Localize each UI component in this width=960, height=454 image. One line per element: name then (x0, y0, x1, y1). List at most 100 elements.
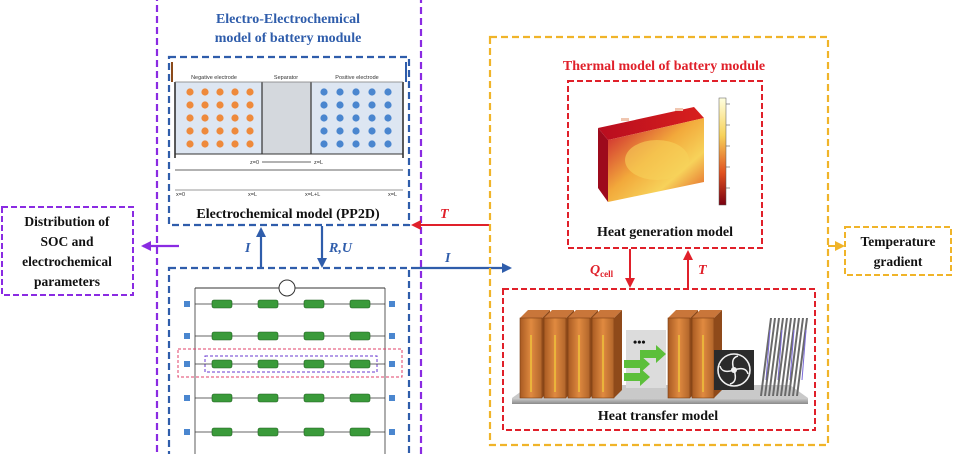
temperature-arrow-up-label: T (698, 263, 708, 278)
negative-particle (201, 127, 209, 135)
cooling-fins (760, 318, 808, 396)
temperature-gradient-line2: gradient (874, 254, 923, 269)
temperature-gradient-box (844, 226, 952, 276)
negative-particle (201, 114, 209, 122)
positive-particle (320, 101, 328, 109)
positive-particle (336, 127, 344, 135)
negative-particle (201, 140, 209, 148)
axis-tick-xL2: x=L+L (305, 192, 320, 198)
temperature-gradient-line1: Temperature (861, 234, 936, 249)
positive-particle (352, 101, 360, 109)
circuit-terminal (389, 333, 395, 339)
axis-tick-xL1: x=L (248, 192, 257, 198)
electro-model-outer-box (155, 0, 423, 454)
positive-particle (352, 88, 360, 96)
axis-tick-z0: z=0 (250, 160, 259, 166)
airflow-line (765, 329, 771, 381)
circuit-cell (349, 299, 371, 309)
thermal-model-outer-box (488, 35, 830, 447)
negative-particle (231, 127, 239, 135)
pack-cell-top (520, 310, 550, 318)
battery-pack-illustration (512, 310, 808, 404)
axis-tick-xL3: x=L (388, 192, 397, 198)
airflow-line (801, 329, 807, 381)
airflow-line (789, 329, 795, 381)
heat-generation-label: Heat generation model (597, 225, 733, 240)
circuit-terminal (389, 429, 395, 435)
circuit-terminal (389, 361, 395, 367)
circuit-cell (211, 427, 233, 437)
electrochemical-model-box (167, 55, 411, 227)
current-arrow-right-label: I (444, 251, 451, 266)
positive-particle (368, 88, 376, 96)
negative-particle (216, 101, 224, 109)
electrochemical-model-label: Electrochemical model (PP2D) (196, 207, 380, 222)
positive-particle (320, 88, 328, 96)
circuit-cell (349, 427, 371, 437)
pack-cell-top (592, 310, 622, 318)
positive-particle (336, 114, 344, 122)
negative-particle (216, 114, 224, 122)
heat-transfer-box (502, 288, 816, 431)
negative-particle (231, 114, 239, 122)
positive-particle (384, 140, 392, 148)
positive-electrode-particles (320, 88, 392, 148)
heat-flow-label: Qcell (590, 263, 614, 279)
positive-electrode-label: Positive electrode (335, 75, 378, 81)
circuit-terminal (184, 301, 190, 307)
distribution-line2: SOC and (41, 234, 94, 249)
negative-particle (246, 101, 254, 109)
colorbar-ticks (726, 103, 730, 189)
current-arrow-up-label: I (244, 241, 251, 256)
positive-particle (336, 140, 344, 148)
negative-particle (216, 140, 224, 148)
negative-particle (186, 127, 194, 135)
positive-particle (384, 88, 392, 96)
circuit-cell (349, 331, 371, 341)
negative-particle (246, 140, 254, 148)
positive-particle (320, 127, 328, 135)
heat-transfer-label: Heat transfer model (598, 409, 718, 424)
pack-cell-top (544, 310, 574, 318)
positive-particle (336, 88, 344, 96)
positive-particle (368, 101, 376, 109)
negative-particle (216, 127, 224, 135)
circuit-terminal (389, 395, 395, 401)
negative-particle (246, 114, 254, 122)
negative-electrode-particles (186, 88, 254, 148)
circuit-cell (211, 299, 233, 309)
circuit-cell (349, 359, 371, 369)
circuit-terminal (389, 301, 395, 307)
negative-particle (246, 88, 254, 96)
battery-circuit-schematic (177, 279, 403, 454)
pack-cell-top (692, 310, 722, 318)
circuit-terminal (184, 395, 190, 401)
circuit-cell (257, 427, 279, 437)
distribution-line3: electrochemical (22, 254, 112, 269)
heated-cell-illustration (598, 107, 704, 202)
series-parallel-cells (184, 299, 395, 437)
cooling-fin (768, 318, 780, 396)
circuit-cell (303, 427, 325, 437)
circuit-cell (303, 359, 325, 369)
negative-particle (186, 101, 194, 109)
negative-electrode-label: Negative electrode (191, 75, 237, 81)
negative-particle (231, 101, 239, 109)
axis-tick-zL: z=L (314, 160, 323, 166)
ellipsis-label: ••• (633, 335, 646, 349)
distribution-box (1, 206, 134, 296)
distribution-line4: parameters (34, 274, 100, 289)
circuit-terminal (184, 361, 190, 367)
cooling-fin (780, 318, 792, 396)
circuit-cell (257, 299, 279, 309)
cooling-fin (792, 318, 804, 396)
circuit-cell (349, 393, 371, 403)
negative-particle (201, 101, 209, 109)
negative-particle (186, 140, 194, 148)
pack-cell-top (568, 310, 598, 318)
pack-cell-side (614, 310, 622, 398)
negative-particle (231, 140, 239, 148)
circuit-cell (211, 331, 233, 341)
electro-title-line1: Electro-Electrochemical (216, 12, 360, 27)
cooling-fin (788, 318, 800, 396)
